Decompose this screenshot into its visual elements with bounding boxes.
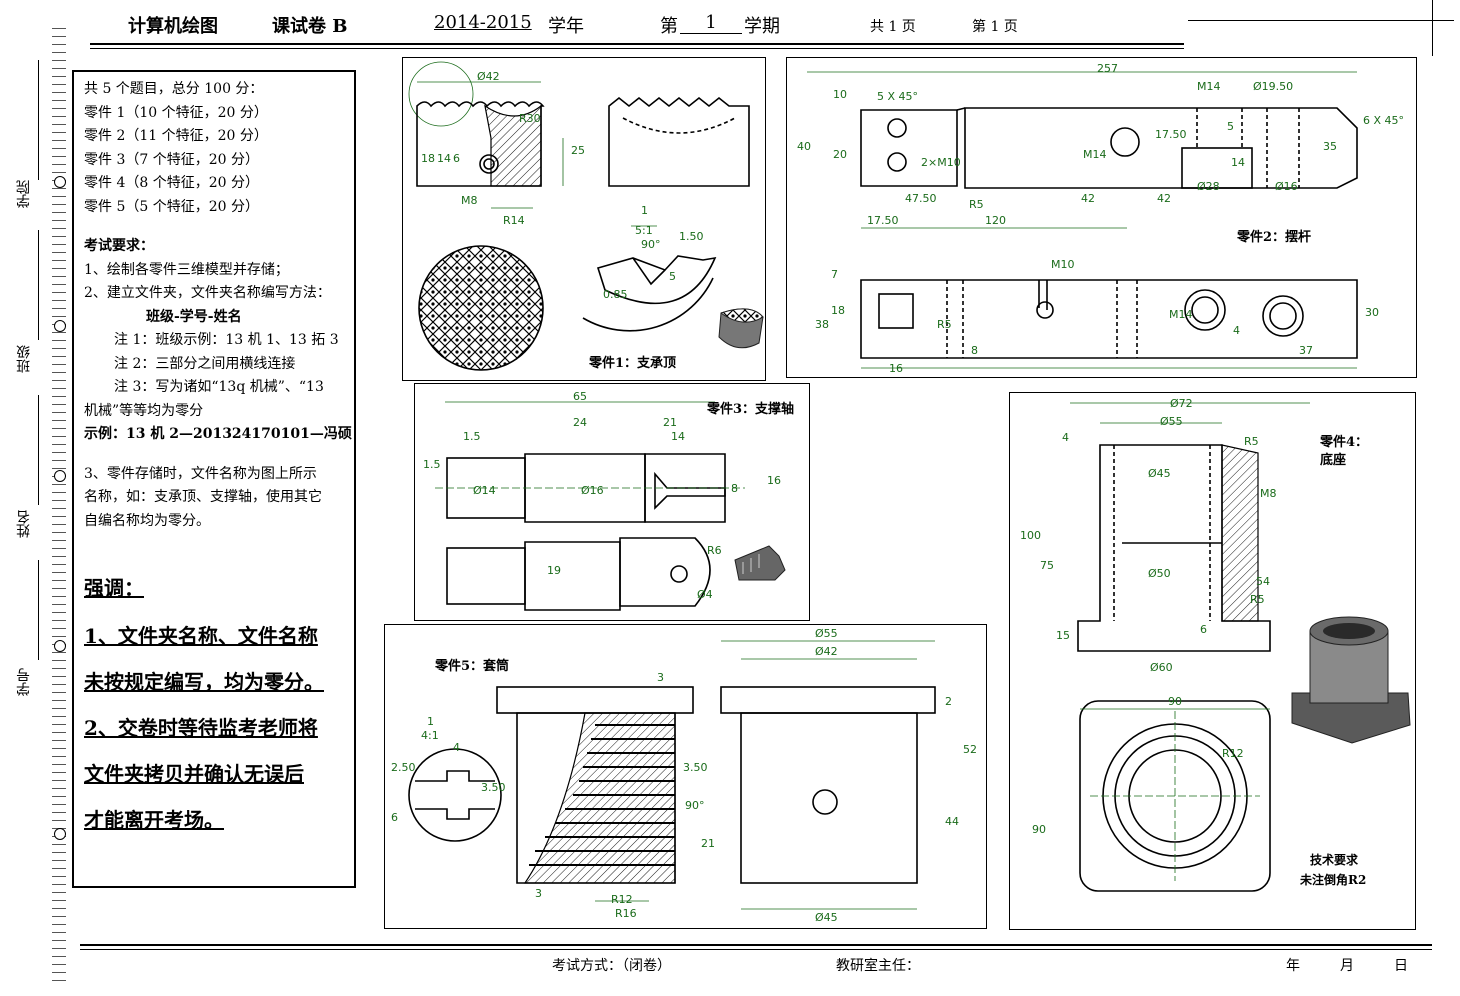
note-2: 注 2：三部分之间用横线连接 — [114, 355, 296, 372]
tech-requirements-text: 未注倒角R2 — [1300, 873, 1367, 887]
note-1: 注 1：班级示例：13 机 1、13 拓 3 — [114, 332, 339, 348]
term-prefix: 第 — [660, 16, 678, 37]
requirement-3-cont: 名称，如：支承顶、支撑轴，使用其它 — [84, 489, 322, 505]
name-line — [38, 395, 39, 505]
academic-year: 2014-2015 — [434, 12, 532, 33]
instructions-box: 共 5 个题目，总分 100 分： 零件 1（10 个特征，20 分） 零件 2… — [72, 70, 356, 888]
corner-rule-v — [1432, 0, 1433, 56]
paper-label: 课试卷 B — [272, 16, 348, 37]
emphasis-line: 未按规定编写，均为零分。 — [84, 670, 324, 694]
part2-caption: 零件2：摆杆 — [1237, 230, 1312, 245]
footer-rule — [80, 944, 1432, 946]
class-label: 班级 — [16, 345, 32, 373]
binding-dashes — [52, 28, 66, 988]
footer-rule-thin — [80, 949, 1432, 950]
part5-drawing: 零件5：套筒 3 1 4:1 4 2.50 3.50 6 3.50 90° 21… — [384, 624, 987, 929]
emphasis-title: 强调： — [84, 576, 144, 600]
college-label: 学院 — [16, 180, 32, 208]
year-suffix: 学年 — [548, 16, 584, 37]
part1-caption: 零件1：支承顶 — [589, 356, 677, 371]
binding-hole — [54, 640, 66, 652]
header-rule-thin — [90, 48, 1184, 49]
part2-drawing: 零件2：摆杆 257 5 X 45° M14 Ø19.50 10 40 20 2… — [786, 57, 1417, 378]
part-score-2: 零件 2（11 个特征，20 分） — [84, 128, 268, 144]
part-score-5: 零件 5（5 个特征，20 分） — [84, 198, 259, 215]
folder-example: 示例：13 机 2—201324170101—冯硕 — [84, 426, 352, 442]
subject-title: 计算机绘图 — [128, 16, 218, 37]
director-label: 教研室主任： — [836, 958, 920, 974]
binding-hole — [54, 828, 66, 840]
emphasis-line: 1、文件夹名称、文件名称 — [84, 624, 318, 648]
date-day: 日 — [1394, 958, 1408, 974]
total-pages: 共 1 页 — [870, 19, 916, 35]
emphasis-line: 才能离开考场。 — [84, 808, 224, 832]
page-number: 第 1 页 — [972, 19, 1018, 35]
binding-hole — [54, 320, 66, 332]
note-3-cont: 机械”等等均为零分 — [84, 402, 204, 419]
score-summary: 共 5 个题目，总分 100 分： — [84, 81, 264, 97]
exam-mode: 考试方式：（闭卷） — [552, 958, 671, 974]
part-score-4: 零件 4（8 个特征，20 分） — [84, 175, 259, 191]
corner-rule-h — [1188, 20, 1454, 21]
part3-drawing: 零件3：支撑轴 65 24 21 1.5 14 1.5 Ø14 Ø16 8 16… — [414, 383, 810, 621]
requirement-3-end: 自编名称均为零分。 — [84, 512, 210, 529]
part5-caption: 零件5：套筒 — [435, 659, 510, 674]
requirement-3: 3、零件存储时，文件名称为图上所示 — [84, 465, 317, 482]
requirement-2: 2、建立文件夹，文件夹名称编写方法： — [84, 285, 331, 301]
part-score-3: 零件 3（7 个特征，20 分） — [84, 151, 259, 168]
date-year: 年 — [1286, 958, 1300, 974]
college-line — [38, 60, 39, 180]
part-score-1: 零件 1（10 个特征，20 分） — [84, 104, 268, 121]
note-3: 注 3：写为诸如“13q 机械”、“13 — [114, 379, 324, 395]
header-rule — [90, 43, 1184, 45]
tech-requirements-title: 技术要求 — [1310, 853, 1359, 867]
part4-caption: 零件4： — [1320, 435, 1369, 450]
term-number: 1 — [680, 12, 742, 34]
emphasis-line: 文件夹拷贝并确认无误后 — [84, 762, 304, 786]
part4-caption-name: 底座 — [1320, 453, 1347, 468]
student-id-line — [38, 560, 39, 660]
part4-drawing: 零件4： 底座 技术要求 未注倒角R2 Ø72 Ø55 4 R5 Ø45 M8 … — [1009, 392, 1416, 930]
requirement-1: 1、绘制各零件三维模型并存储； — [84, 261, 289, 278]
term-suffix: 学期 — [744, 16, 780, 37]
emphasis-line: 2、交卷时等待监考老师将 — [84, 716, 318, 740]
requirements-title: 考试要求： — [84, 238, 154, 254]
part3-caption: 零件3：支撑轴 — [707, 402, 795, 417]
student-id-label: 学号 — [16, 668, 32, 696]
binding-hole — [54, 176, 66, 188]
folder-format: 班级-学号-姓名 — [146, 308, 242, 325]
binding-hole — [54, 470, 66, 482]
class-line — [38, 230, 39, 340]
part1-drawing: 零件1：支承顶 Ø42 R30 25 18 14 6 M8 R14 1 5:1 … — [402, 57, 766, 381]
name-label: 姓名 — [16, 510, 32, 538]
date-month: 月 — [1340, 958, 1354, 974]
